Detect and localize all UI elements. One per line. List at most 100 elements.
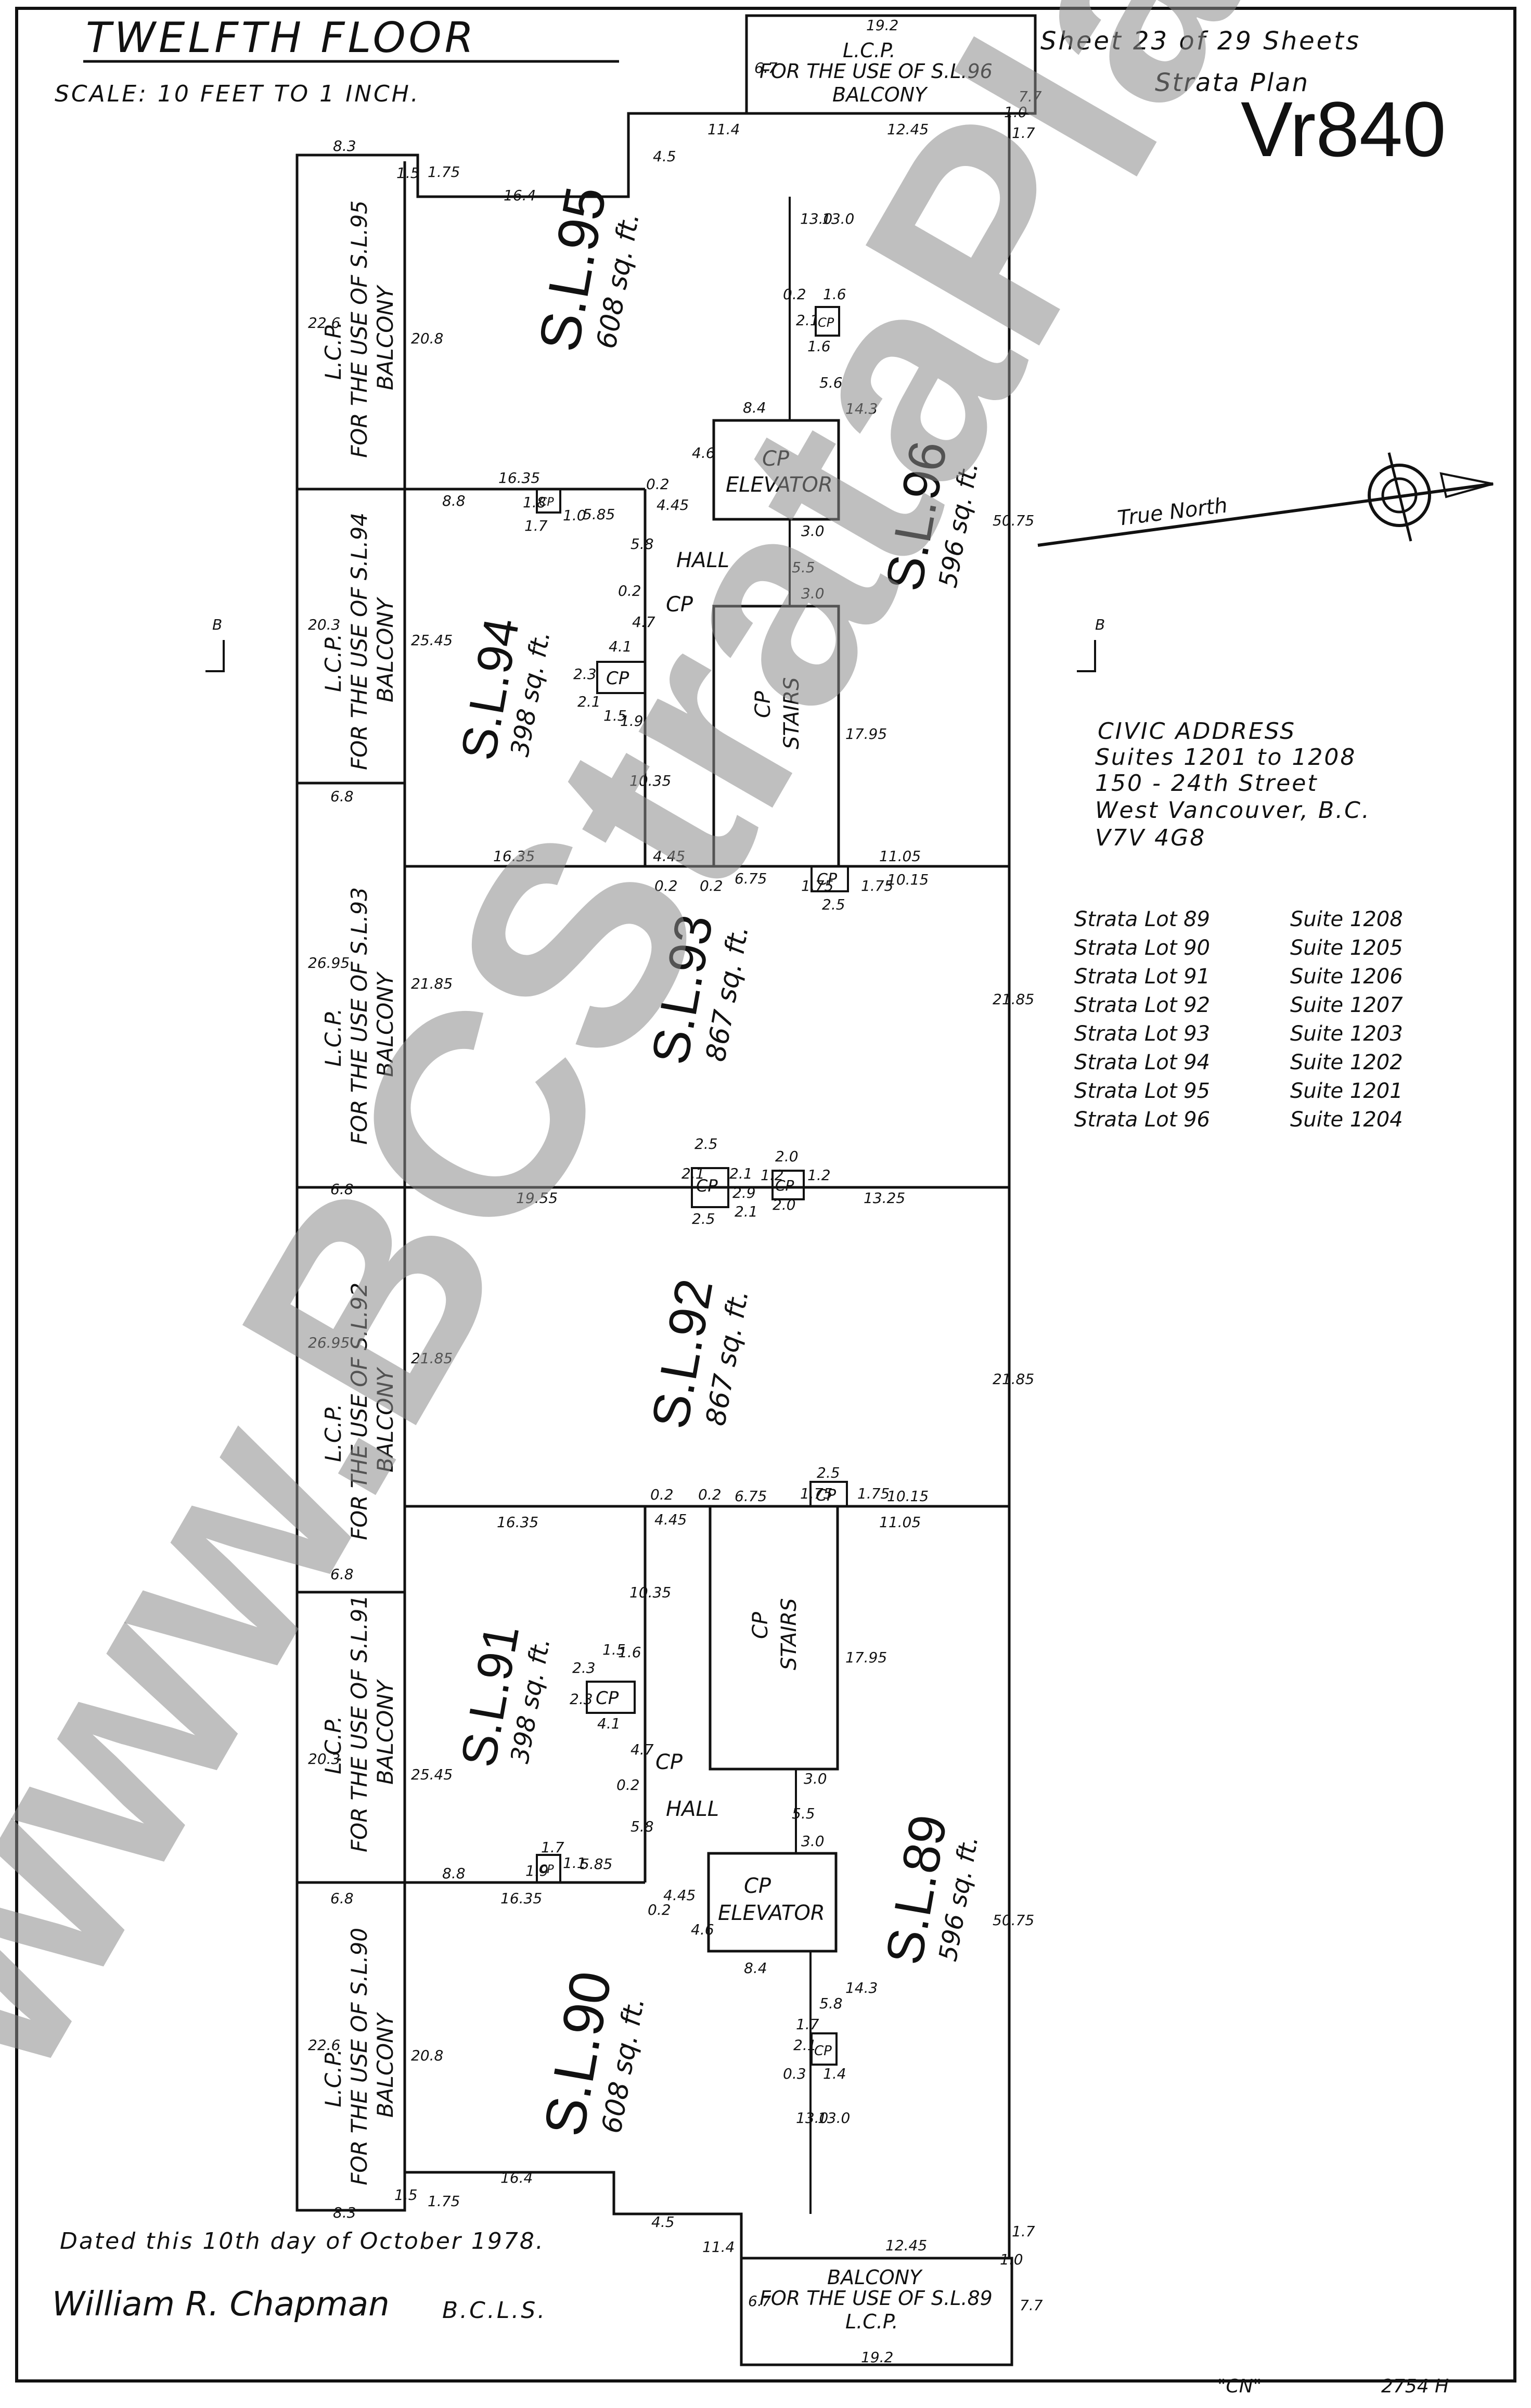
cp-duct-label: CP	[696, 1176, 718, 1196]
svg-text:0.2: 0.2	[698, 1486, 722, 1503]
svg-text:20.3: 20.3	[308, 616, 340, 633]
balcony-label-94: L.C.P. FOR THE USE OF S.L.94 BALCONY	[320, 513, 398, 770]
svg-text:2.3: 2.3	[573, 665, 597, 683]
svg-text:6.8: 6.8	[330, 1890, 354, 1907]
section-marker-left: B	[205, 616, 225, 672]
svg-text:21.85: 21.85	[993, 991, 1034, 1008]
svg-text:2.0: 2.0	[773, 1196, 796, 1213]
svg-text:5.85: 5.85	[583, 506, 615, 523]
svg-text:Suite 1204: Suite 1204	[1290, 1108, 1403, 1132]
svg-text:0.2: 0.2	[648, 1901, 671, 1918]
svg-text:BALCONY: BALCONY	[832, 83, 928, 106]
civic-address: CIVIC ADDRESS Suites 1201 to 1208 150 - …	[1095, 718, 1371, 851]
svg-text:1.0: 1.0	[1004, 104, 1027, 121]
svg-text:10.15: 10.15	[887, 1488, 929, 1505]
surveyor-designation: B.C.L.S.	[442, 2297, 547, 2324]
svg-text:2.1: 2.1	[735, 1203, 758, 1220]
svg-text:16.35: 16.35	[493, 848, 535, 865]
plan-number: Vr840	[1241, 85, 1446, 173]
svg-text:5.5: 5.5	[792, 559, 815, 576]
upper-hall-label: HALL	[676, 548, 729, 572]
svg-text:16.35: 16.35	[500, 1890, 542, 1907]
svg-text:8.4: 8.4	[743, 399, 766, 416]
svg-text:10.35: 10.35	[629, 772, 671, 789]
svg-text:Suites 1201 to 1208: Suites 1201 to 1208	[1095, 744, 1356, 771]
svg-text:BALCONY: BALCONY	[372, 284, 398, 390]
svg-text:20.3: 20.3	[308, 1750, 340, 1767]
svg-text:1.5: 1.5	[394, 2186, 418, 2204]
svg-text:6.8: 6.8	[330, 1181, 354, 1198]
svg-text:13.0: 13.0	[800, 210, 832, 227]
svg-text:Strata Lot 91: Strata Lot 91	[1074, 965, 1210, 989]
svg-text:Suite 1202: Suite 1202	[1290, 1051, 1403, 1074]
svg-text:5.5: 5.5	[792, 1805, 815, 1822]
balcony-label-92: L.C.P. FOR THE USE OF S.L.92 BALCONY	[320, 1283, 398, 1540]
cp-duct-box	[536, 488, 561, 514]
svg-text:FOR THE USE OF S.L.95: FOR THE USE OF S.L.95	[346, 200, 372, 458]
svg-text:6.7: 6.7	[754, 59, 778, 76]
svg-text:0.2: 0.2	[783, 286, 806, 303]
svg-text:3.0: 3.0	[801, 522, 825, 540]
svg-text:1.6: 1.6	[807, 338, 831, 355]
lower-hall-label: HALL	[666, 1797, 719, 1821]
svg-text:20.8: 20.8	[411, 2047, 443, 2064]
cp-duct-box	[810, 2032, 838, 2066]
svg-text:0.3: 0.3	[783, 2065, 806, 2082]
svg-text:West Vancouver, B.C.: West Vancouver, B.C.	[1095, 797, 1371, 824]
svg-text:7.7: 7.7	[1019, 88, 1042, 105]
lot-label-95: S.L.95 608 sq. ft.	[527, 182, 646, 356]
svg-text:BALCONY: BALCONY	[372, 596, 398, 702]
floor-title: TWELFTH FLOOR	[86, 14, 477, 62]
svg-text:19.2: 19.2	[861, 2349, 893, 2366]
upper-hall-cp-label: CP	[666, 593, 693, 617]
cp-duct-box	[815, 306, 840, 337]
svg-text:10.35: 10.35	[629, 1584, 671, 1601]
upper-elevator-label: CP ELEVATOR	[726, 447, 833, 497]
svg-text:25.45: 25.45	[411, 1766, 453, 1783]
svg-text:7.7: 7.7	[1020, 2297, 1043, 2314]
svg-text:3.0: 3.0	[801, 1833, 825, 1850]
svg-text:8.3: 8.3	[333, 2204, 356, 2221]
svg-text:4.45: 4.45	[653, 848, 685, 865]
svg-text:150 - 24th Street: 150 - 24th Street	[1095, 770, 1318, 797]
svg-text:8.4: 8.4	[744, 1959, 767, 1977]
svg-text:1.7: 1.7	[1012, 124, 1035, 142]
svg-text:Suite 1206: Suite 1206	[1290, 965, 1403, 989]
svg-text:14.3: 14.3	[845, 400, 878, 417]
balcony-label-90: L.C.P. FOR THE USE OF S.L.90 BALCONY	[320, 1928, 398, 2185]
lower-stairs-box	[709, 1505, 839, 1771]
svg-text:1.1: 1.1	[563, 1854, 586, 1872]
svg-text:1.5: 1.5	[396, 164, 420, 182]
building-outline	[295, 112, 1011, 2260]
svg-text:1.2: 1.2	[761, 1167, 784, 1184]
svg-text:Suite 1203: Suite 1203	[1290, 1022, 1403, 1046]
svg-text:BALCONY: BALCONY	[372, 2012, 398, 2118]
svg-text:2.5: 2.5	[692, 1210, 715, 1227]
svg-text:L.C.P.: L.C.P.	[320, 1404, 346, 1462]
svg-text:Strata Lot 92: Strata Lot 92	[1074, 993, 1210, 1017]
lower-elevator-box	[707, 1852, 838, 1953]
svg-text:BALCONY: BALCONY	[372, 971, 398, 1077]
svg-text:22.6: 22.6	[308, 314, 340, 331]
svg-text:13.25: 13.25	[864, 1189, 905, 1207]
upper-stairs-box	[712, 605, 840, 868]
svg-text:2.0: 2.0	[775, 1148, 799, 1165]
svg-text:8.8: 8.8	[442, 1865, 466, 1882]
svg-text:1.75: 1.75	[428, 163, 460, 181]
lower-elevator-label: CP ELEVATOR	[718, 1874, 825, 1925]
svg-text:2.1: 2.1	[793, 2036, 817, 2054]
svg-text:Strata Lot 89: Strata Lot 89	[1074, 907, 1210, 931]
svg-text:Strata Lot 95: Strata Lot 95	[1074, 1079, 1210, 1103]
sheet-border	[15, 7, 1516, 2383]
svg-text:1.9: 1.9	[620, 712, 644, 729]
svg-text:FOR THE USE OF S.L.96: FOR THE USE OF S.L.96	[760, 60, 993, 83]
svg-text:0.2: 0.2	[700, 877, 723, 894]
svg-text:1.75: 1.75	[801, 877, 833, 894]
svg-text:BALCONY: BALCONY	[372, 1679, 398, 1785]
upper-elevator-box	[712, 419, 840, 521]
svg-text:5.85: 5.85	[580, 1855, 612, 1873]
svg-text:FOR THE USE OF S.L.94: FOR THE USE OF S.L.94	[346, 513, 372, 770]
lot-label-90: S.L.90 608 sq. ft.	[532, 1967, 651, 2141]
svg-text:4.7: 4.7	[632, 613, 655, 631]
